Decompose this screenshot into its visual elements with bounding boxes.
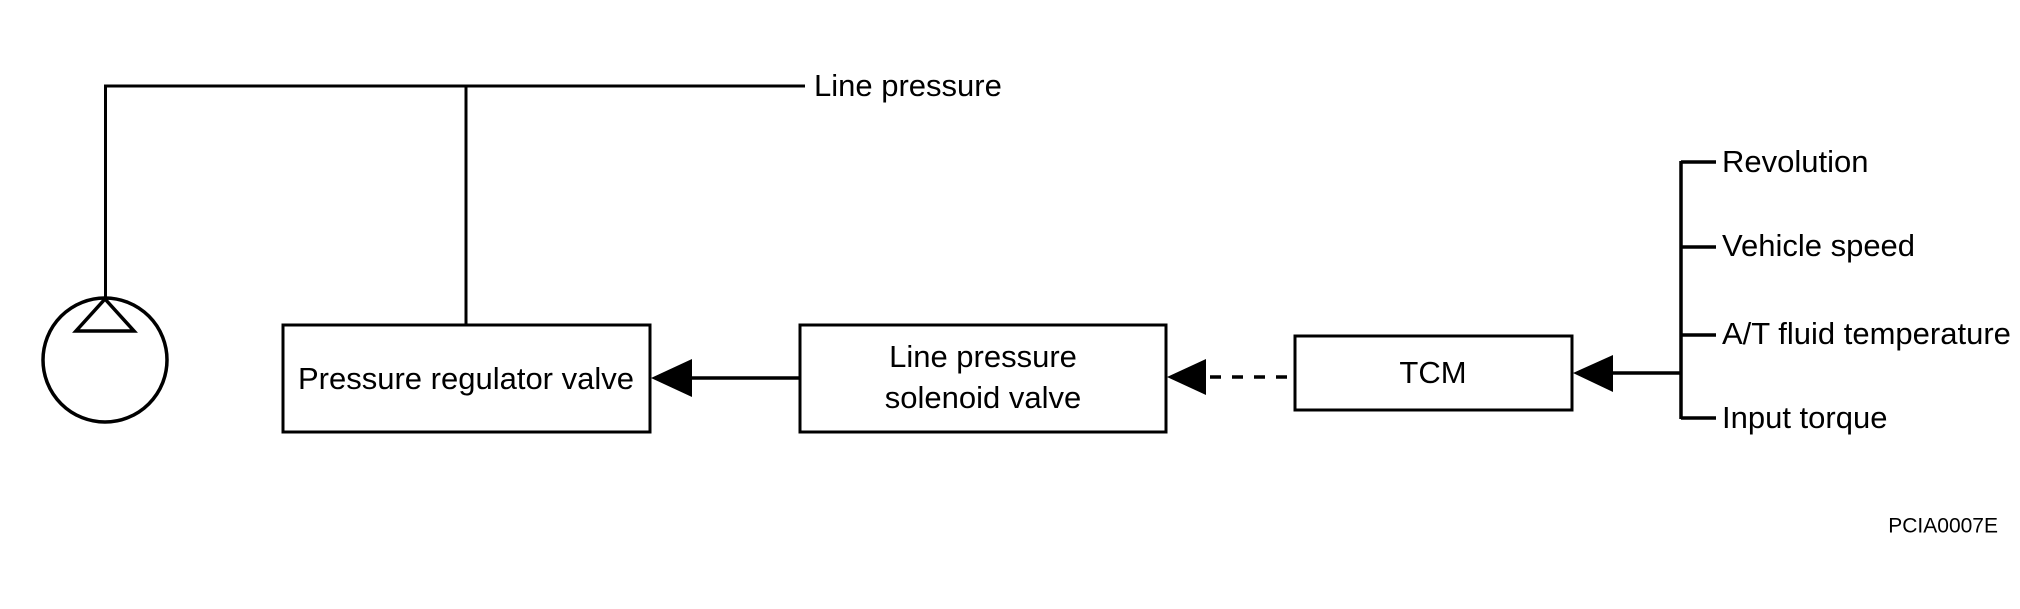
pressure-regulator-valve-label: Pressure regulator valve: [298, 361, 634, 396]
figure-code-label: PCIA0007E: [1888, 515, 1998, 538]
solenoid-to-regulator-arrow: [651, 359, 800, 397]
tcm-box[interactable]: TCM: [1293, 334, 1574, 412]
line-pressure-solenoid-valve-label-line1: Line pressure: [889, 339, 1077, 374]
tcm-to-solenoid-arrowhead-icon: [1167, 359, 1206, 395]
input-label-revolution: Revolution: [1722, 144, 1868, 179]
tcm-rect[interactable]: [1293, 334, 1574, 412]
oil-pump-triangle-icon: [72, 296, 138, 333]
tcm-to-solenoid-arrow: [1167, 359, 1295, 395]
solenoid-to-regulator-arrowhead-icon: [651, 359, 692, 397]
tcm-label: TCM: [1399, 355, 1466, 390]
line-pressure-route: [104, 84, 805, 325]
input-label-vehicle-speed: Vehicle speed: [1722, 228, 1915, 263]
input-label-input-torque: Input torque: [1722, 400, 1887, 435]
line-pressure-solenoid-valve-box[interactable]: Line pressure solenoid valve: [798, 323, 1168, 434]
inputs-to-tcm-arrow: [1573, 355, 1681, 392]
line-pressure-solenoid-valve-rect[interactable]: [798, 323, 1168, 434]
input-bracket: [1679, 160, 1716, 420]
pressure-regulator-valve-box[interactable]: Pressure regulator valve: [281, 323, 652, 434]
line-pressure-flow-label: Line pressure: [814, 68, 1002, 103]
pressure-regulator-valve-rect[interactable]: [281, 323, 652, 434]
line-pressure-solenoid-valve-label-line2: solenoid valve: [885, 380, 1081, 415]
input-label-at-fluid-temperature: A/T fluid temperature: [1722, 316, 2011, 351]
inputs-to-tcm-arrowhead-icon: [1573, 355, 1613, 392]
oil-pump-symbol: [41, 296, 169, 424]
